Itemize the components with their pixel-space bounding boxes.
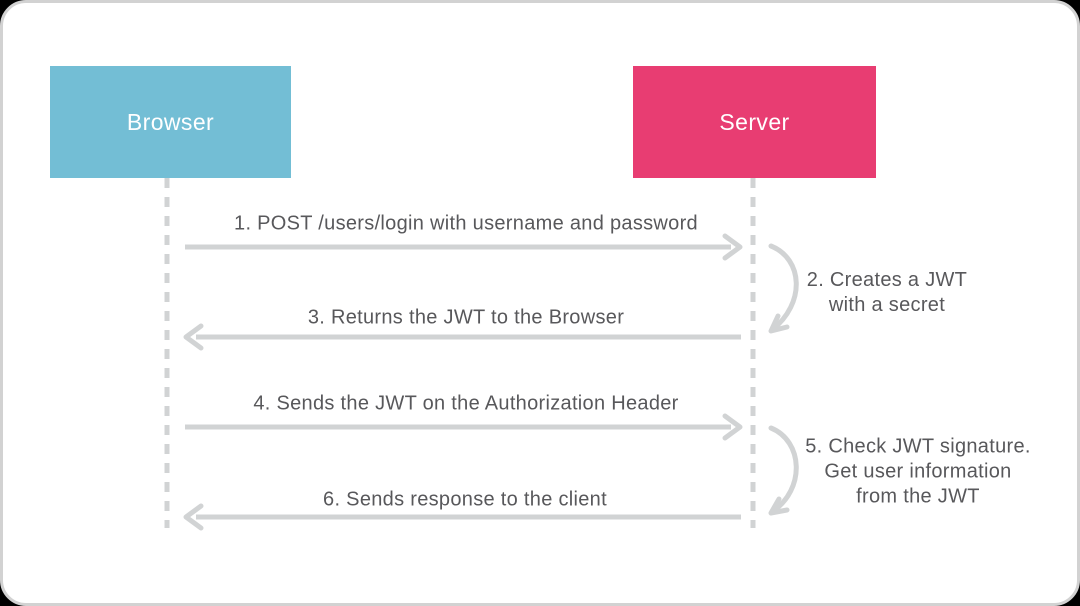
message-5-label: 5. Check JWT signature. Get user informa…: [805, 435, 1031, 510]
message-1-label: 1. POST /users/login with username and p…: [234, 212, 698, 235]
message-4-label: 4. Sends the JWT on the Authorization He…: [253, 392, 679, 415]
message-2-label-line-1: 2. Creates a JWT: [806, 269, 968, 291]
actor-server-label: Server: [719, 108, 790, 135]
message-3-label: 3. Returns the JWT to the Browser: [307, 306, 625, 329]
message-5-arrowhead-icon: [768, 496, 790, 516]
message-2-self-call-curve: [768, 243, 799, 333]
actor-browser-label: Browser: [126, 108, 215, 135]
message-6-label: 6. Sends response to the client: [323, 488, 607, 511]
actor-box-server: Server: [633, 66, 876, 178]
message-2-label: 2. Creates a JWT with a secret: [807, 268, 967, 318]
message-5-label-line-1: 5. Check JWT signature.: [805, 435, 1031, 458]
message-4-arrowhead-right-icon: [722, 413, 743, 441]
message-3-arrowhead-left-icon: [183, 323, 204, 351]
message-6-arrowhead-left-icon: [183, 503, 204, 531]
message-1-arrowhead-right-icon: [722, 233, 743, 261]
message-5-self-call-curve: [768, 425, 799, 515]
actor-box-browser: Browser: [50, 66, 291, 178]
message-2-label-line-2: with a secret: [828, 294, 946, 316]
message-2-arrowhead-icon: [768, 313, 790, 334]
message-5-label-line-2: Get user information: [824, 460, 1012, 483]
message-5-label-line-3: from the JWT: [856, 485, 980, 508]
